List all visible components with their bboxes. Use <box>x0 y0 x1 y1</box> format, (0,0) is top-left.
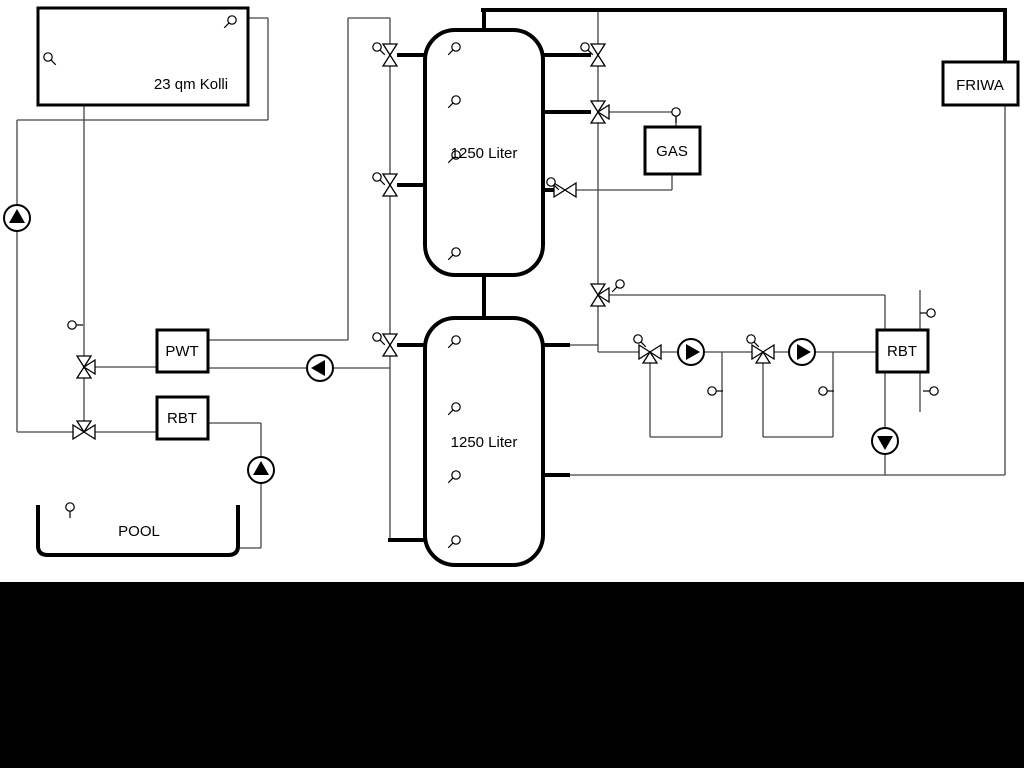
pump-icon <box>306 354 334 382</box>
sensor-icon <box>671 107 681 124</box>
sensor-icon <box>608 277 627 296</box>
sensor-icon <box>67 320 84 330</box>
rbt-right-label: RBT <box>887 343 917 360</box>
pump-icon <box>871 427 899 455</box>
pwt-label: PWT <box>165 343 198 360</box>
pump-icon <box>3 204 31 232</box>
buffer-tank-1 <box>423 28 545 277</box>
three-way-valve-icon <box>590 283 610 307</box>
solar-collector-box <box>36 6 250 107</box>
pipe-network-thick <box>388 8 1007 542</box>
sensor-icon <box>65 502 75 519</box>
three-way-valve-icon <box>72 420 96 440</box>
three-way-valve-icon <box>76 355 96 379</box>
rbt-left-label: RBT <box>167 410 197 427</box>
gas-label: GAS <box>656 143 688 160</box>
friwa-box <box>941 60 1020 107</box>
pump-icon <box>788 338 816 366</box>
pwt-box <box>155 328 210 374</box>
pump-icon <box>247 456 275 484</box>
footer-black-band <box>0 582 1024 768</box>
valve-icon <box>382 333 398 357</box>
three-way-valve-icon <box>590 100 610 124</box>
pool-label: POOL <box>118 523 160 540</box>
sensor-icon <box>922 386 939 396</box>
valve-icon <box>382 43 398 67</box>
rbt-right-box <box>875 328 930 374</box>
friwa-label: FRIWA <box>956 77 1004 94</box>
collector-label: 23 qm Kolli <box>154 76 228 93</box>
sensor-icon <box>707 386 724 396</box>
pool-basin <box>36 505 240 557</box>
rbt-left-box <box>155 395 210 441</box>
sensor-icon <box>919 308 936 318</box>
three-way-valve-icon <box>751 344 775 364</box>
valve-icon <box>590 43 606 67</box>
pipe-network <box>16 10 1006 549</box>
valve-icon <box>553 182 577 198</box>
tank2-label: 1250 Liter <box>451 434 518 451</box>
pump-icon <box>677 338 705 366</box>
three-way-valve-icon <box>638 344 662 364</box>
gas-boiler-box <box>643 125 702 176</box>
tank1-label: 1250 Liter <box>451 145 518 162</box>
valve-icon <box>382 173 398 197</box>
buffer-tank-2 <box>423 316 545 567</box>
sensor-icon <box>818 386 835 396</box>
